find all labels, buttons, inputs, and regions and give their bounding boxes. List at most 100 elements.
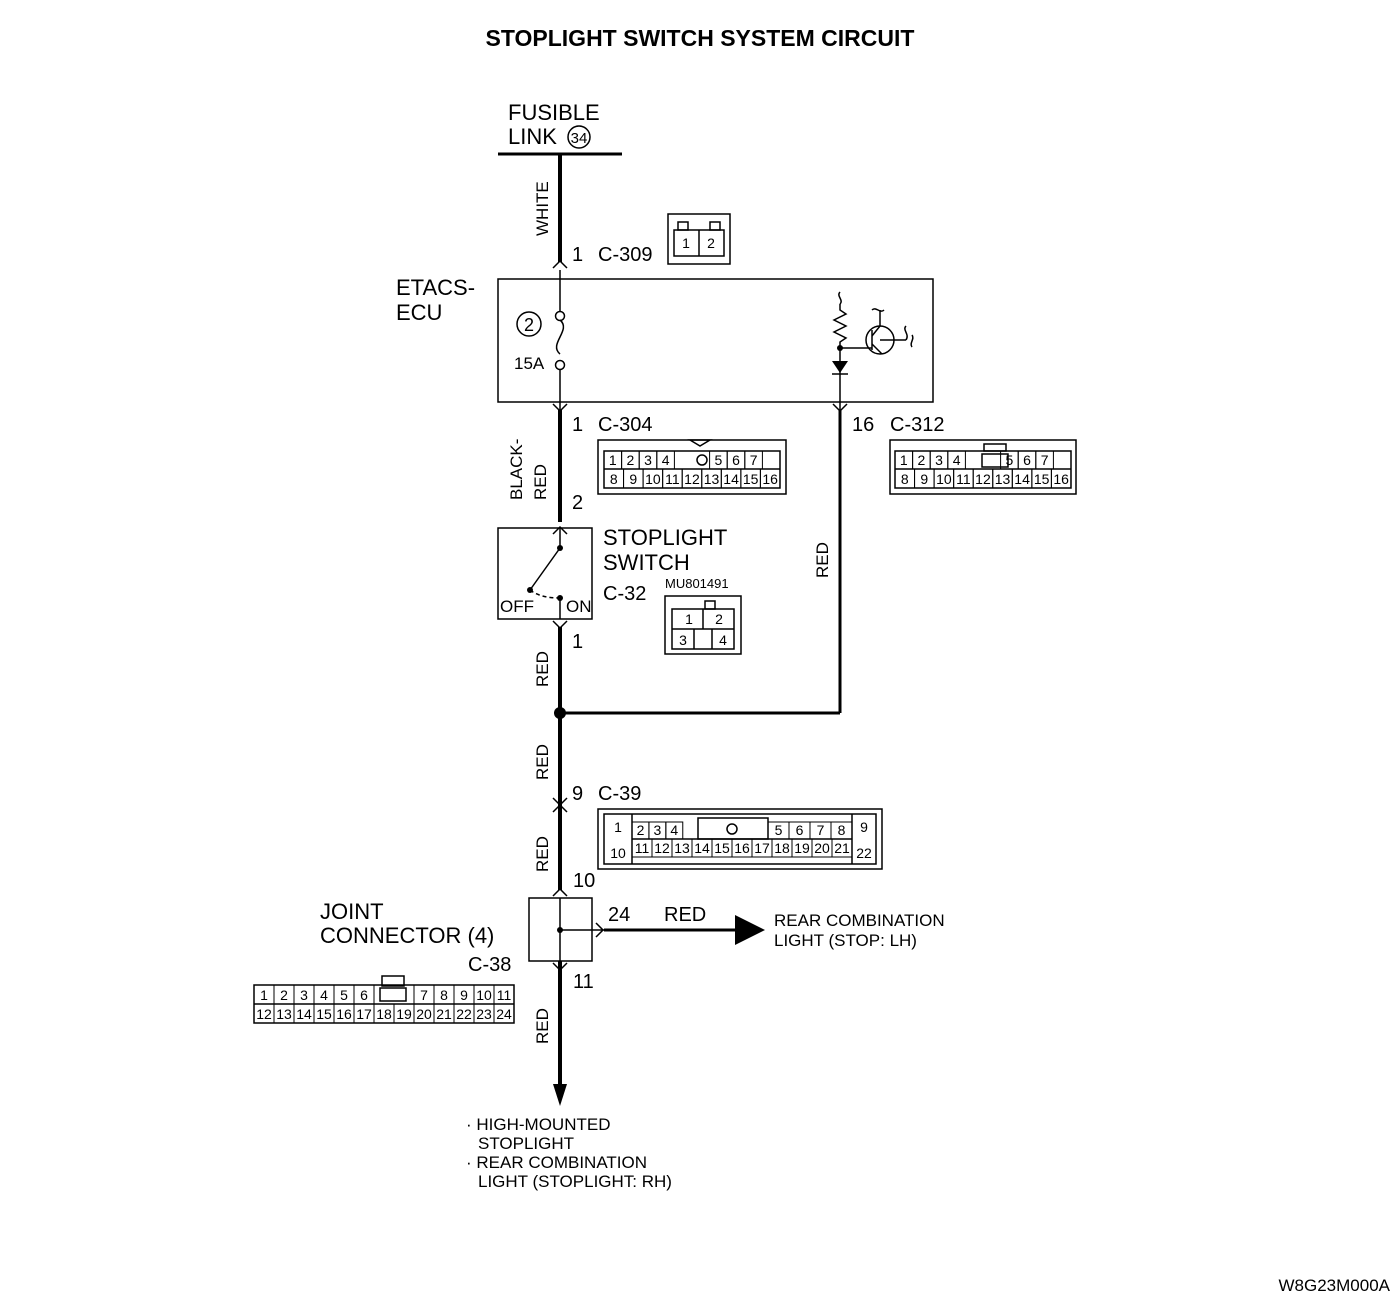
connector-cell-label: 21 [436,1006,452,1022]
joint-connector-label-1: JOINT [320,899,384,924]
connector-cell-label: 18 [376,1006,392,1022]
figure-code: W8G23M000A [1279,1276,1391,1295]
connector-cell-label: 20 [416,1006,432,1022]
connector-cell-label: 6 [796,822,804,838]
connector-cell-label: 12 [684,471,700,487]
c32-cell: 1 [685,611,693,627]
connector-cell-label: 5 [1006,452,1014,468]
connector-c39-label: C-39 [598,783,641,805]
diagram-title: STOPLIGHT SWITCH SYSTEM CIRCUIT [486,25,915,51]
connector-cell-label: 22 [456,1006,472,1022]
connector-cell-label: 24 [496,1006,512,1022]
fusible-link-label-1: FUSIBLE [508,100,600,125]
wire-label-red-2: RED [533,744,552,780]
connector-cell-label: 16 [1053,471,1069,487]
connector-cell-label: 10 [645,471,661,487]
switch-part-number: MU801491 [665,576,729,591]
pin-jc-out: 11 [573,971,594,993]
connector-cell-label: 1 [614,819,622,835]
output-bottom-2: STOPLIGHT [478,1134,574,1153]
connector-cell-label: 7 [817,822,825,838]
connector-cell-label: 15 [316,1006,332,1022]
connector-cell-label: 4 [670,822,678,838]
output-rear-lh-2: LIGHT (STOP: LH) [774,931,917,950]
connector-cell-label: 19 [794,840,810,856]
c309-cell: 1 [682,235,690,251]
switch-connector-label: C-32 [603,583,646,605]
c309-cell: 2 [707,235,715,251]
connector-cell-label: 4 [953,452,961,468]
connector-cell-label: 11 [665,471,680,487]
connector-cell-label: 16 [336,1006,352,1022]
wire-label-red-1: RED [533,651,552,687]
connector-cell-label: 13 [995,471,1011,487]
connector-cell-label: 15 [743,471,759,487]
fusible-link-number: 34 [571,130,588,147]
connector-cell-label: 6 [1023,452,1031,468]
wire-label-red-out: RED [664,904,706,926]
connector-cell-label: 2 [627,452,635,468]
connector-cell-label: 15 [1034,471,1050,487]
connector-cell-label: 16 [734,840,750,856]
connector-cell-label: 2 [280,987,288,1003]
connector-cell-label: 12 [256,1006,272,1022]
switch-off-label: OFF [500,597,534,616]
fusible-link-number-circle [567,125,591,149]
pin-c312: 16 [852,414,874,436]
stoplight-switch-box [497,527,593,620]
wave-icon [910,334,914,348]
switch-on-label: ON [566,597,592,616]
fuse-number-circle [516,311,542,337]
connector-cell-label: 1 [609,452,617,468]
wire-label-black-red-1: BLACK- [507,439,526,500]
fuse-number: 2 [524,315,534,335]
joint-connector-id: C-38 [468,954,511,976]
connector-cell-label: 12 [654,840,670,856]
connector-cell-label: 11 [635,840,650,856]
connector-cell-label: 7 [420,987,428,1003]
connector-cell-label: 14 [723,471,739,487]
connector-cell-label: 11 [497,987,512,1003]
connector-cell-label: 17 [754,840,770,856]
connector-cell-label: 8 [440,987,448,1003]
connector-chevron [552,525,568,535]
pin-c39: 9 [572,783,583,805]
wire-label-red-4: RED [533,1008,552,1044]
fuse-rating: 15A [514,354,545,373]
connector-cell-label: 9 [460,987,468,1003]
ecu-label-2: ECU [396,300,442,325]
connector-cell-label: 5 [715,452,723,468]
connector-cell-label: 9 [629,471,637,487]
pin-jc-in: 10 [573,870,595,892]
connector-cell-label: 3 [644,452,652,468]
connector-cell-label: 6 [732,452,740,468]
wire-label-white: WHITE [533,181,552,236]
connector-cell-label: 7 [1041,452,1049,468]
diode-icon [832,361,848,373]
connector-c312-label: C-312 [890,414,944,436]
connector-face-c309: 1 2 [667,213,731,265]
connector-cell-label: 16 [762,471,778,487]
connector-cell-label: 6 [360,987,368,1003]
transistor-icon [865,308,908,355]
connector-cell-label: 2 [918,452,926,468]
connector-cell-label: 19 [396,1006,412,1022]
connector-cell-label: 15 [714,840,730,856]
wire-label-red-branch: RED [813,542,832,578]
connector-cell-label: 10 [610,845,626,861]
connector-c309-label: C-309 [598,244,652,266]
connector-cell-label: 20 [814,840,830,856]
ecu-label-1: ETACS- [396,275,475,300]
connector-face-c32: 1 2 3 4 [664,595,742,655]
pin-switch-in: 2 [572,492,583,514]
connector-cell-label: 10 [476,987,492,1003]
fuse-terminal [554,359,566,371]
output-bottom-1: · HIGH-MOUNTED [466,1115,610,1134]
connector-chevron [552,803,568,813]
connector-cell-label: 1 [260,987,268,1003]
pin-c304: 1 [572,414,583,436]
connector-cell-label: 9 [920,471,928,487]
etacs-ecu-box [497,278,934,403]
